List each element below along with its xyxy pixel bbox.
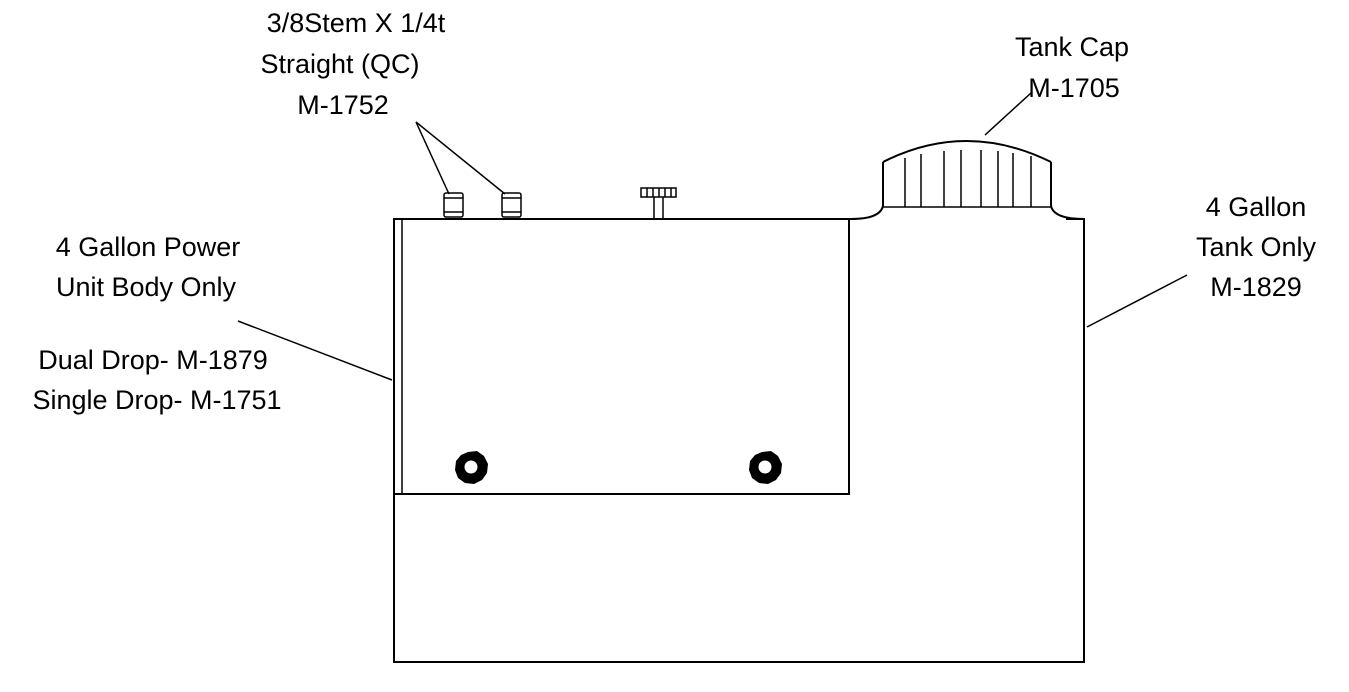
power-unit-body xyxy=(393,218,850,495)
callout-tank-only-line2: Tank Only xyxy=(1196,232,1317,262)
callout-tank-only: 4 Gallon Tank Only M-1829 xyxy=(1196,192,1317,302)
callout-power-unit-line3: Dual Drop- M-1879 xyxy=(38,345,268,375)
callout-fitting-line3: M-1752 xyxy=(297,90,389,120)
fitting-right xyxy=(501,192,522,218)
tank-cap xyxy=(850,140,1085,220)
fitting-left xyxy=(443,192,464,218)
tank-body xyxy=(393,218,1085,663)
breather-fitting xyxy=(640,187,677,219)
callout-power-unit: 4 Gallon Power Unit Body Only Dual Drop-… xyxy=(32,232,281,415)
leader-tank-only xyxy=(1086,274,1188,328)
callout-tank-only-line3: M-1829 xyxy=(1210,272,1302,302)
mounting-nut-left xyxy=(455,451,488,484)
callout-fitting-line1: 3/8Stem X 1/4t xyxy=(267,8,446,38)
callout-tank-cap-line1: Tank Cap xyxy=(1015,32,1129,62)
leader-tank-cap xyxy=(984,92,1032,136)
leader-power-unit xyxy=(237,320,393,381)
callout-tank-cap-line2: M-1705 xyxy=(1028,73,1120,103)
callout-power-unit-line2: Unit Body Only xyxy=(56,272,237,302)
callout-power-unit-line4: Single Drop- M-1751 xyxy=(32,385,281,415)
callout-fitting: 3/8Stem X 1/4t Straight (QC) M-1752 xyxy=(260,8,445,120)
callout-tank-only-line1: 4 Gallon xyxy=(1206,192,1307,222)
callout-tank-cap: Tank Cap M-1705 xyxy=(1015,32,1129,103)
mounting-nut-right xyxy=(749,451,782,484)
leader-fitting xyxy=(415,121,506,195)
callout-power-unit-line1: 4 Gallon Power xyxy=(56,232,241,262)
callout-fitting-line2: Straight (QC) xyxy=(260,49,419,79)
